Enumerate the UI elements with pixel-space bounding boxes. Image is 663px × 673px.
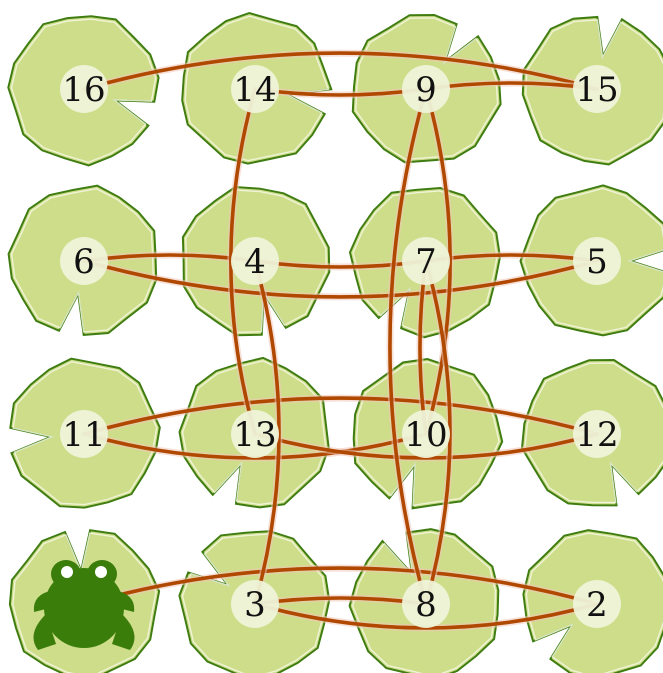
vine-link-4-7 <box>255 261 426 267</box>
vine-links-layer <box>84 53 597 628</box>
pad-label-5: 5 <box>573 237 621 285</box>
pad-number: 6 <box>73 242 95 282</box>
pad-label-16: 16 <box>60 65 108 113</box>
pad-label-7: 7 <box>402 237 450 285</box>
vine-link-14-9 <box>255 89 426 95</box>
pad-labels-layer: 16149156475111310121382 <box>60 65 621 628</box>
pad-label-12: 12 <box>573 410 621 458</box>
pad-label-9: 9 <box>402 65 450 113</box>
pad-label-3: 3 <box>231 580 279 628</box>
pad-label-4: 4 <box>231 237 279 285</box>
pad-number: 10 <box>404 415 447 455</box>
pad-label-14: 14 <box>231 65 279 113</box>
vine-link-9-15 <box>426 83 597 89</box>
pad-label-10: 10 <box>402 410 450 458</box>
pad-label-13: 13 <box>231 410 279 458</box>
pad-label-11: 11 <box>60 410 108 458</box>
pad-number: 7 <box>415 242 437 282</box>
pad-number: 5 <box>586 242 608 282</box>
pad-number: 16 <box>62 70 105 110</box>
pad-number: 15 <box>575 70 618 110</box>
pad-label-8: 8 <box>402 580 450 628</box>
vine-link-3-8 <box>255 598 426 604</box>
pad-number: 13 <box>233 415 276 455</box>
pad-number: 12 <box>575 415 618 455</box>
pad-number: 9 <box>415 70 437 110</box>
pad-label-6: 6 <box>60 237 108 285</box>
pad-label-15: 15 <box>573 65 621 113</box>
pad-number: 14 <box>233 70 276 110</box>
vine-link-11-12 <box>84 398 597 434</box>
pad-number: 4 <box>244 242 266 282</box>
vine-link-7-10 <box>420 261 426 434</box>
pad-number: 2 <box>586 585 608 625</box>
pad-number: 11 <box>62 415 105 455</box>
pad-number: 3 <box>244 585 266 625</box>
pad-number: 8 <box>415 585 437 625</box>
pad-label-2: 2 <box>573 580 621 628</box>
